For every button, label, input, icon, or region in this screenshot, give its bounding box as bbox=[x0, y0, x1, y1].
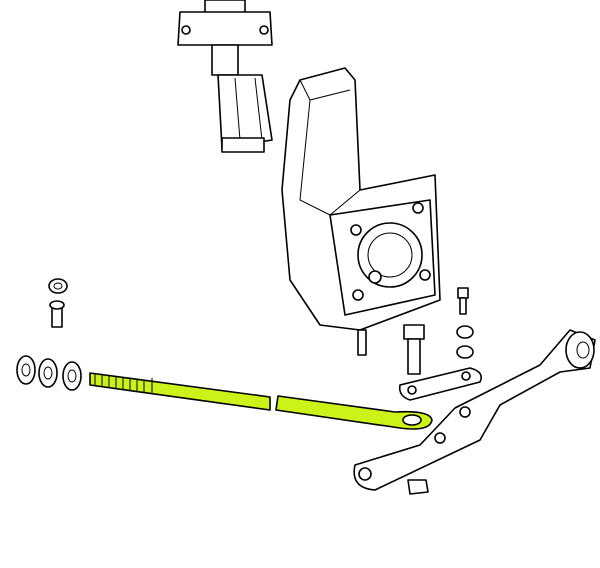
tension-strut-rod bbox=[89, 372, 433, 430]
hardware-right bbox=[398, 287, 483, 495]
hardware-left bbox=[16, 278, 82, 391]
strut-assembly bbox=[177, 0, 273, 153]
lower-control-arm bbox=[353, 329, 596, 491]
steering-knuckle bbox=[281, 67, 441, 356]
